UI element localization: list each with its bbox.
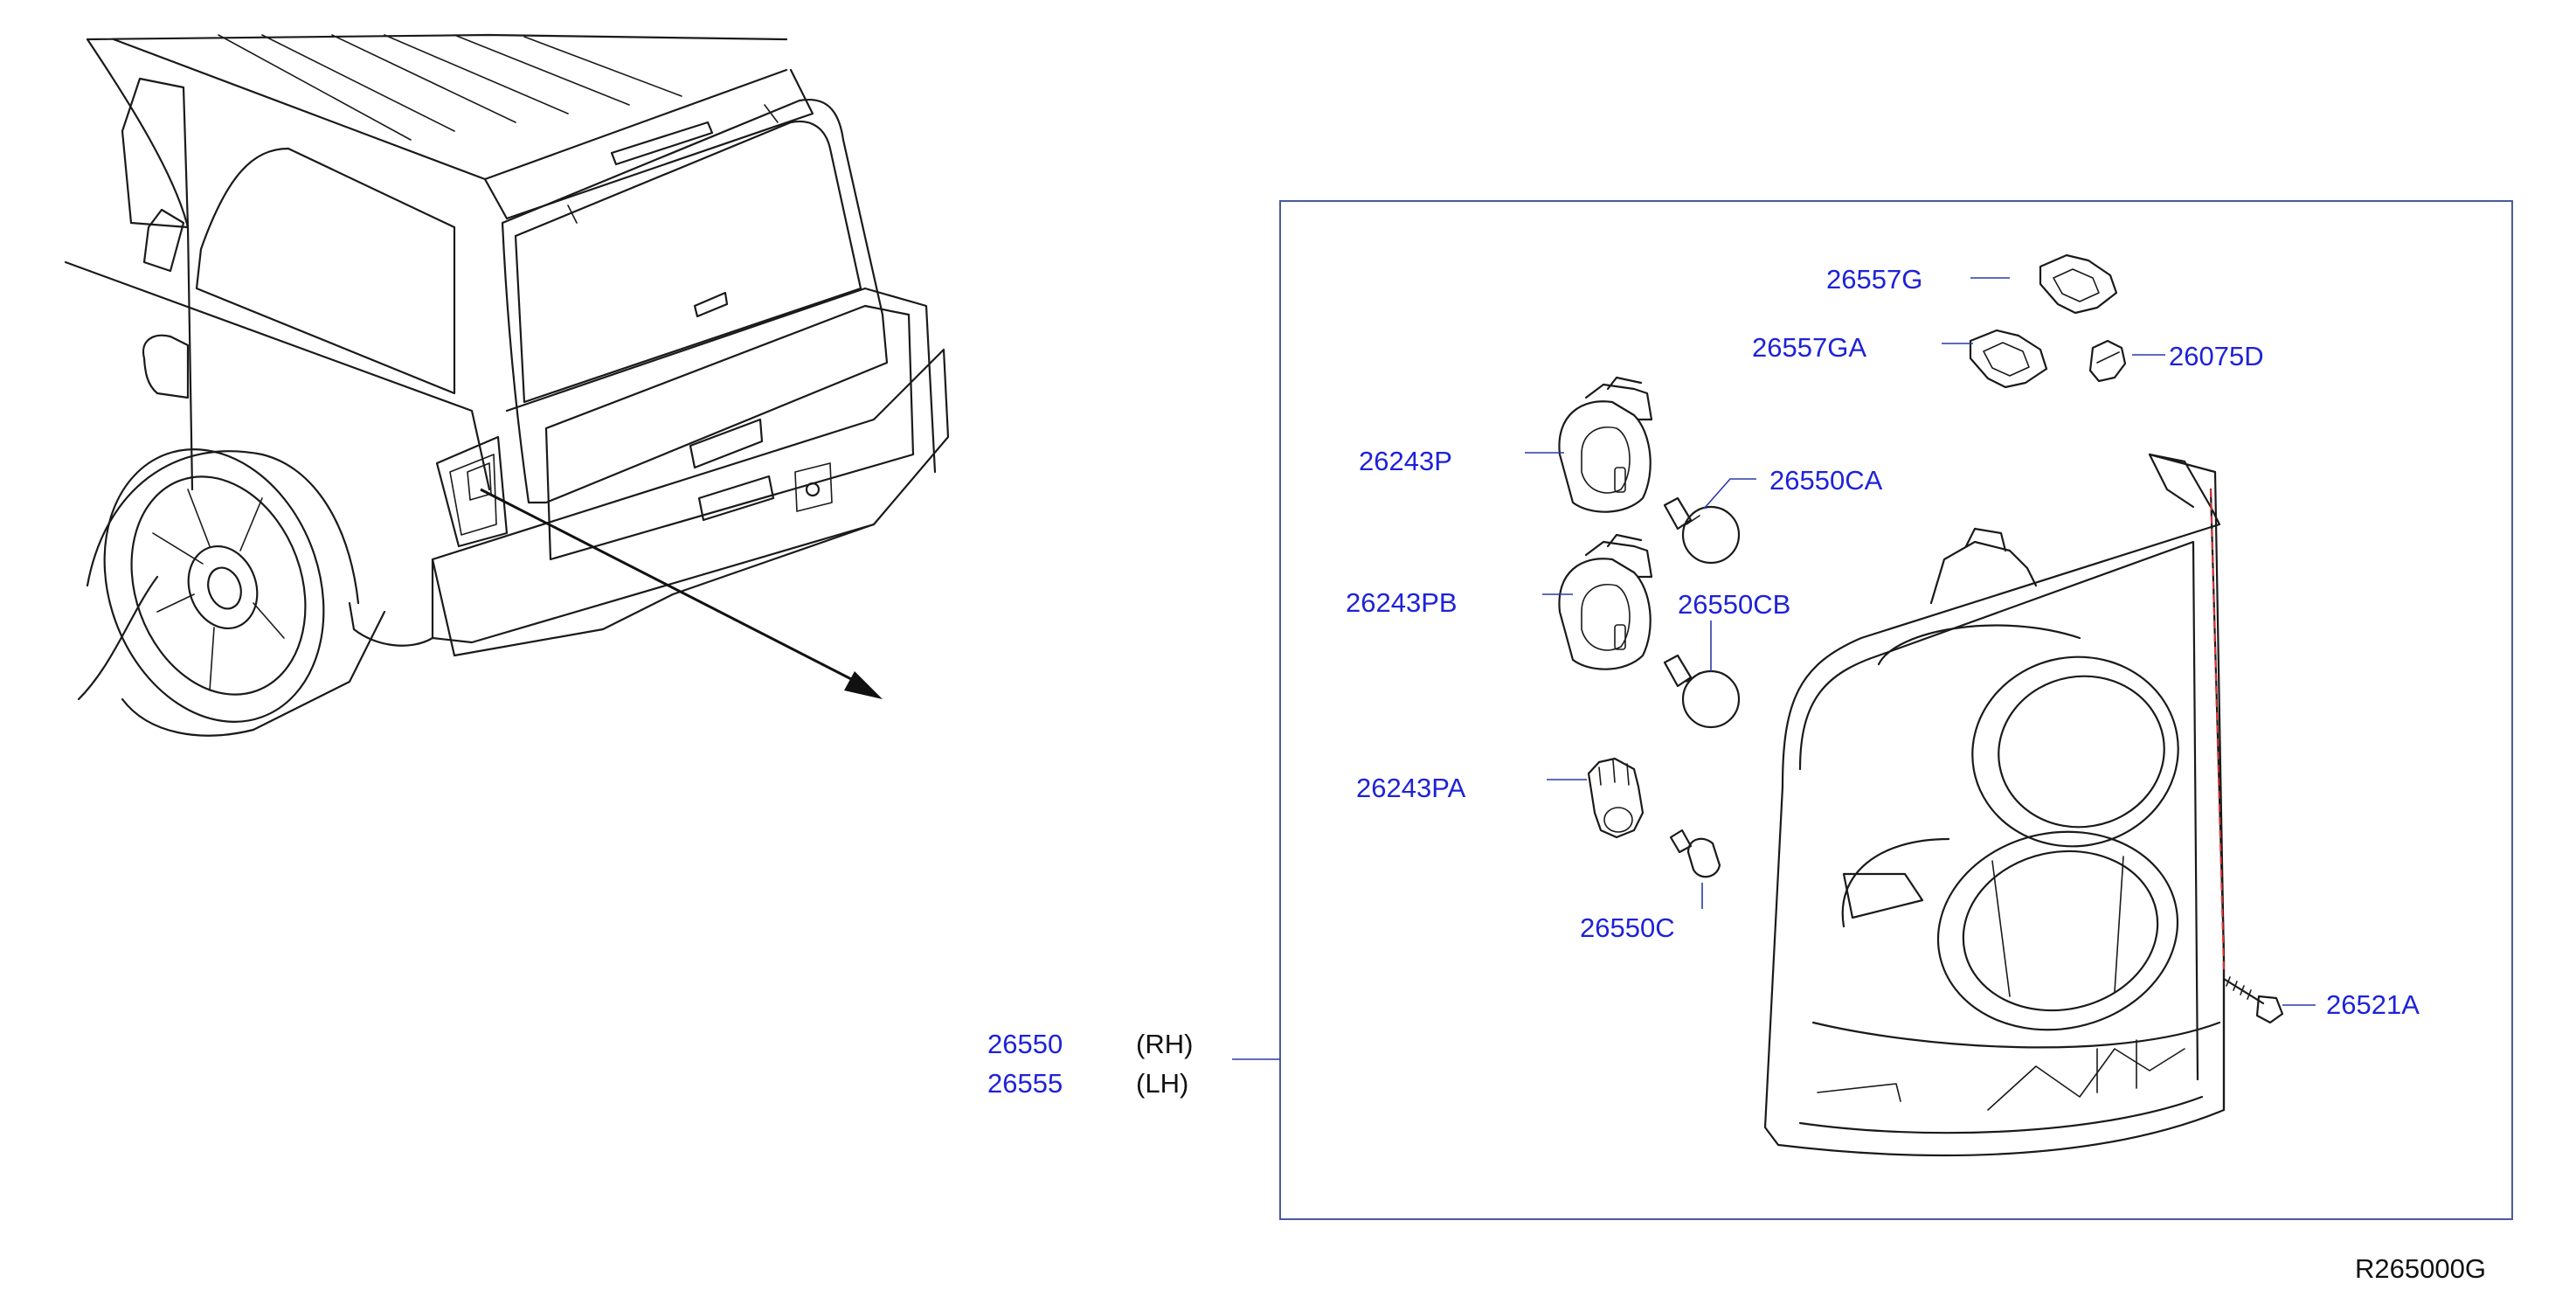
callout-26550c: 26550C <box>1580 912 1675 943</box>
assembly-frame <box>1279 200 2513 1220</box>
callout-26557ga: 26557GA <box>1752 332 1866 363</box>
grommet-26557g <box>2039 253 2118 315</box>
socket-26243pa <box>1587 757 1645 839</box>
callout-26550cb: 26550CB <box>1678 589 1790 620</box>
assembly-side-rh: (RH) <box>1136 1029 1193 1059</box>
assembly-side-lh: (LH) <box>1136 1068 1188 1099</box>
callout-26075d: 26075D <box>2169 341 2264 371</box>
callout-26521a: 26521A <box>2326 989 2420 1020</box>
callout-26243p: 26243P <box>1359 446 1452 476</box>
grommet-26557ga <box>1969 329 2048 389</box>
bulb-26550ca <box>1663 496 1741 565</box>
vehicle-rear-illustration <box>64 33 950 737</box>
screw-26521a <box>2222 976 2284 1024</box>
assembly-part-number-rh: 26550 <box>987 1029 1063 1059</box>
diagram-code: R265000G <box>2355 1253 2486 1284</box>
callout-26550ca: 26550CA <box>1769 465 1883 496</box>
clip-26075d <box>2088 339 2127 383</box>
tail-lamp-housing <box>1763 453 2226 1157</box>
leader-lines <box>1525 277 2316 1006</box>
socket-26243pb <box>1558 533 1653 670</box>
socket-26243p <box>1558 376 1653 513</box>
callout-26557g: 26557G <box>1826 264 1922 295</box>
callout-26243pb: 26243PB <box>1346 587 1458 618</box>
assembly-part-number-lh: 26555 <box>987 1068 1063 1099</box>
callout-26243pa: 26243PA <box>1356 773 1466 803</box>
bulb-26550c <box>1669 829 1721 878</box>
bulb-26550cb <box>1663 654 1741 729</box>
